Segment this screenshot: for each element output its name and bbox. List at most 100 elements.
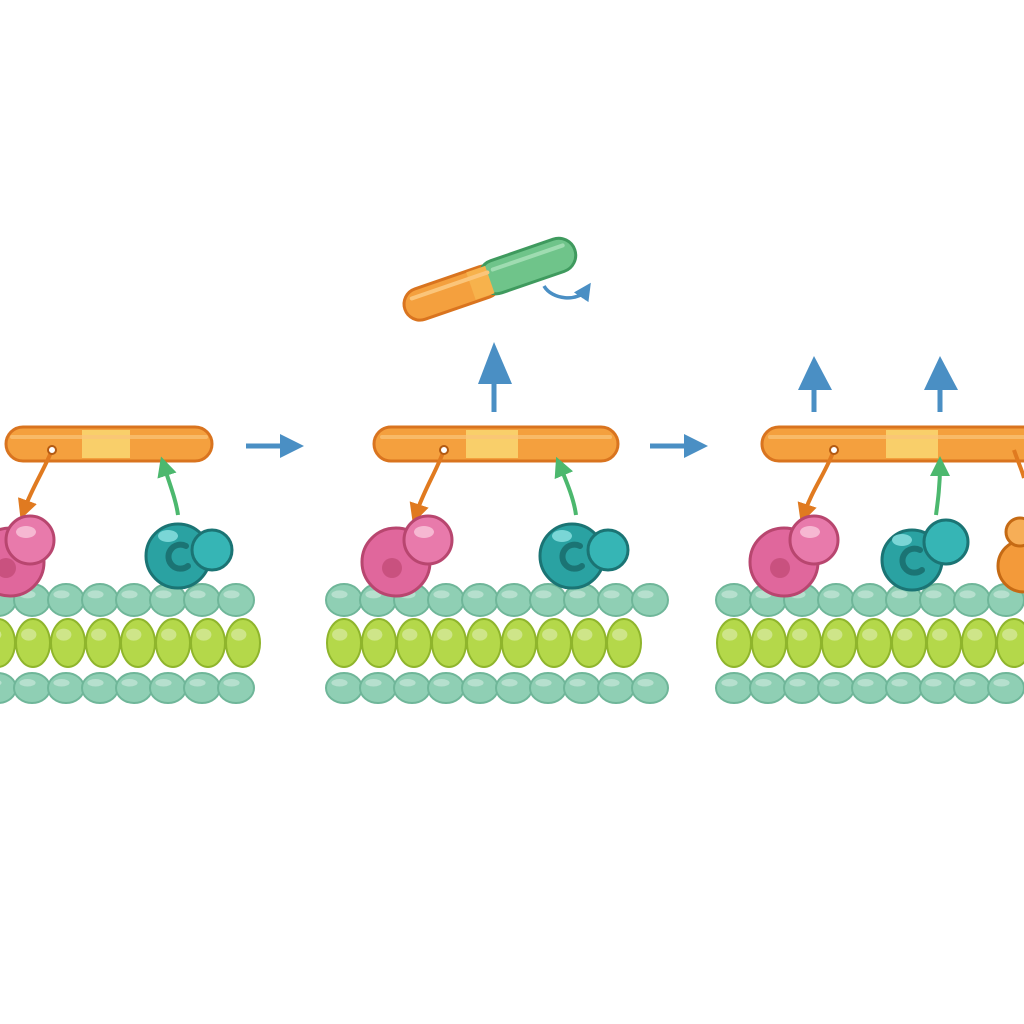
up-arrow-icon [478, 342, 512, 412]
up-arrow-icon [798, 356, 832, 412]
seafoam-bead [885, 672, 923, 704]
lime-bead [396, 618, 432, 668]
seafoam-bead-highlight [223, 679, 240, 687]
filament-panel-1 [0, 583, 261, 704]
seafoam-bead-highlight [823, 590, 840, 599]
seafoam-bead-highlight [535, 679, 552, 687]
seafoam-bead-highlight [0, 680, 2, 685]
lime-bead-highlight [332, 628, 348, 641]
seafoam-bead-highlight [19, 679, 36, 687]
seafoam-bead [461, 672, 499, 704]
seafoam-bead-highlight [603, 590, 620, 599]
curl-arrow-icon [542, 282, 591, 303]
seafoam-bead-highlight [603, 679, 620, 687]
right-arrow-icon [246, 434, 304, 458]
seafoam-bead [325, 672, 363, 704]
seafoam-bead [183, 672, 221, 704]
lime-bead-highlight [897, 628, 913, 641]
rod-panel-2 [372, 425, 620, 463]
lime-bead [751, 618, 787, 668]
seafoam-bead [919, 583, 957, 617]
seafoam-bead [749, 672, 787, 704]
seafoam-bead-highlight [891, 590, 908, 599]
seafoam-bead-highlight [155, 679, 172, 687]
seafoam-bead-highlight [823, 679, 840, 687]
seafoam-bead [851, 583, 889, 617]
lime-bead [50, 618, 86, 668]
seafoam-bead [81, 583, 119, 617]
filament-panel-3 [715, 583, 1024, 704]
lime-bead-highlight [402, 628, 418, 641]
lime-bead [821, 618, 857, 668]
panel-3 [715, 356, 1024, 704]
seafoam-bead [393, 672, 431, 704]
seafoam-bead-highlight [155, 590, 172, 599]
seafoam-bead-highlight [433, 590, 450, 599]
lime-bead [891, 618, 927, 668]
seafoam-bead-highlight [789, 679, 806, 687]
lime-bead-highlight [437, 628, 453, 641]
seafoam-bead [597, 583, 635, 617]
lime-bead-highlight [472, 628, 488, 641]
lime-bead [606, 618, 642, 668]
lime-bead-highlight [862, 628, 878, 641]
lime-bead-highlight [932, 628, 948, 641]
seafoam-bead-highlight [637, 590, 654, 599]
lime-bead [536, 618, 572, 668]
lime-bead-highlight [612, 628, 628, 641]
teal-protein [538, 522, 630, 590]
seafoam-bead [495, 672, 533, 704]
lime-bead [326, 618, 362, 668]
seafoam-bead [987, 672, 1024, 704]
lime-bead [431, 618, 467, 668]
seafoam-bead [817, 583, 855, 617]
lime-bead [571, 618, 607, 668]
seafoam-bead [427, 672, 465, 704]
up-arrow-icon [924, 356, 958, 412]
seafoam-bead [47, 672, 85, 704]
seafoam-bead-highlight [637, 679, 654, 687]
seafoam-bead [81, 672, 119, 704]
lime-bead [466, 618, 502, 668]
seafoam-bead-highlight [925, 679, 942, 687]
lime-bead-highlight [577, 628, 593, 641]
green-link-arrow [929, 456, 950, 516]
panel-2 [325, 236, 669, 704]
seafoam-bead-highlight [433, 679, 450, 687]
seafoam-bead [631, 672, 669, 704]
seafoam-bead-highlight [87, 679, 104, 687]
seafoam-bead-highlight [331, 590, 348, 599]
seafoam-bead-highlight [189, 590, 206, 599]
lime-bead [85, 618, 121, 668]
seafoam-bead [359, 672, 397, 704]
teal-protein [144, 522, 234, 590]
seafoam-bead [851, 672, 889, 704]
lime-bead [155, 618, 191, 668]
seafoam-bead-highlight [87, 590, 104, 599]
seafoam-bead-highlight [721, 590, 738, 599]
lime-bead-highlight [542, 628, 558, 641]
seafoam-bead [817, 672, 855, 704]
seafoam-bead [953, 583, 991, 617]
green-link-arrow [554, 456, 578, 516]
seafoam-bead [461, 583, 499, 617]
seafoam-bead [183, 583, 221, 617]
seafoam-bead [217, 583, 255, 617]
seafoam-bead-highlight [501, 590, 518, 599]
green-link-arrow [157, 456, 180, 516]
teal-protein [880, 518, 970, 592]
seafoam-bead-highlight [857, 679, 874, 687]
seafoam-bead-highlight [501, 679, 518, 687]
lime-bead [961, 618, 997, 668]
seafoam-bead [597, 672, 635, 704]
seafoam-bead [953, 672, 991, 704]
seafoam-bead [325, 583, 363, 617]
seafoam-bead-highlight [755, 679, 772, 687]
lime-bead [856, 618, 892, 668]
seafoam-bead-highlight [925, 590, 942, 599]
seafoam-bead [529, 583, 567, 617]
seafoam-bead [115, 583, 153, 617]
seafoam-bead-highlight [121, 590, 138, 599]
lime-bead [716, 618, 752, 668]
lime-bead [190, 618, 226, 668]
